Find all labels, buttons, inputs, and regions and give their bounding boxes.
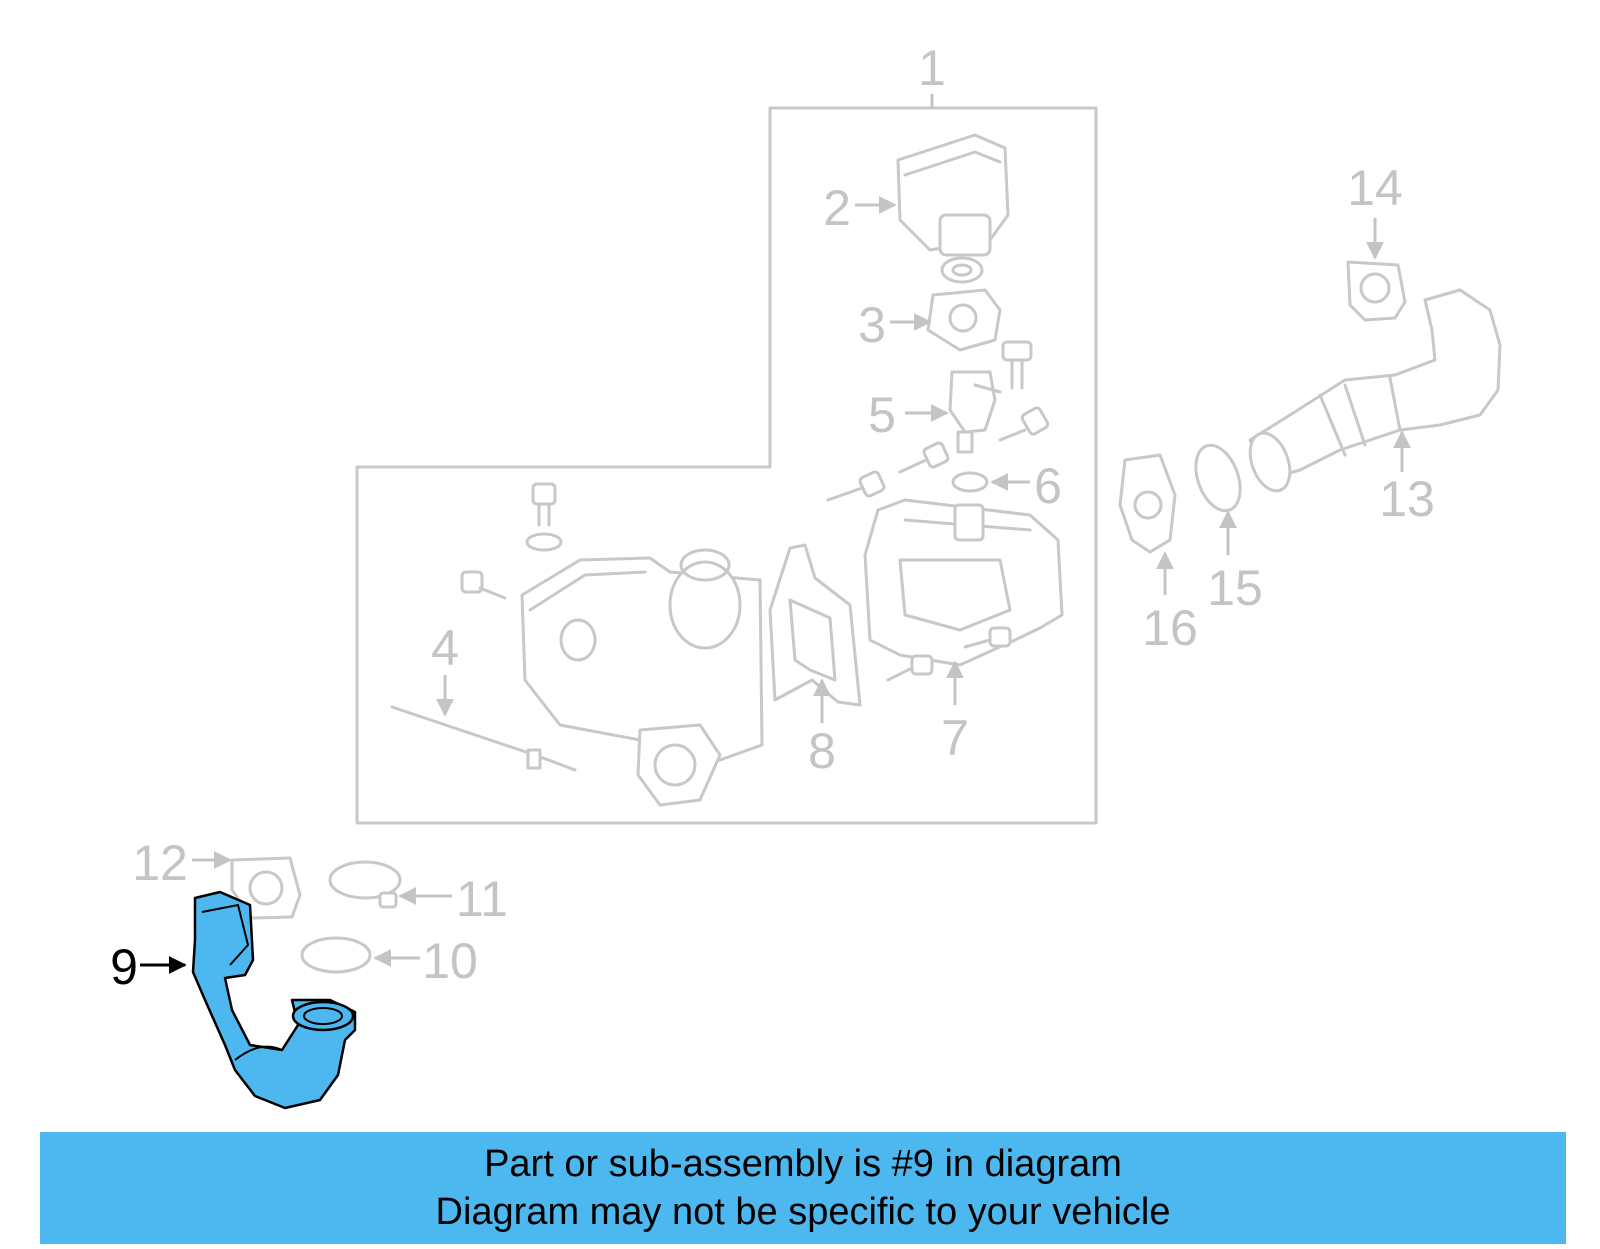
- part-11-clamp: [328, 860, 402, 909]
- callout-14: 14: [1347, 160, 1403, 216]
- bolt-icon: [886, 654, 934, 682]
- bolt-icon: [525, 482, 563, 552]
- part-7-housing: [863, 498, 1064, 667]
- callout-9: 9: [110, 939, 138, 995]
- part-4-egr-cooler: [520, 548, 764, 807]
- callout-6: 6: [1034, 458, 1062, 514]
- bolt-icon: [1001, 340, 1033, 390]
- part-5-sensor: [948, 370, 1002, 454]
- banner-line-2: Diagram may not be specific to your vehi…: [435, 1191, 1171, 1233]
- callout-10: 10: [422, 933, 478, 989]
- part-13-pipe: [1248, 288, 1502, 493]
- callout-7: 7: [941, 710, 969, 766]
- assembly-outline: [355, 106, 1098, 825]
- part-12-gasket: [230, 856, 302, 920]
- callout-16: 16: [1142, 600, 1198, 656]
- bolt-icon: [826, 470, 886, 502]
- info-banner: Part or sub-assembly is #9 in diagram Di…: [40, 1132, 1566, 1244]
- part-15-clamp: [1194, 443, 1242, 513]
- callout-13: 13: [1379, 471, 1435, 527]
- callout-8: 8: [808, 723, 836, 779]
- callout-12: 12: [132, 835, 188, 891]
- callout-1: 1: [918, 40, 946, 96]
- callout-15: 15: [1207, 560, 1263, 616]
- callout-5: 5: [868, 387, 896, 443]
- part-16-flange: [1118, 453, 1177, 554]
- bolt-icon: [963, 626, 1012, 649]
- part-6-o-ring: [951, 471, 989, 493]
- bolt-icon: [998, 406, 1050, 442]
- part-14-gasket: [1346, 260, 1407, 322]
- part-10-seal: [300, 936, 372, 974]
- callout-4: 4: [431, 620, 459, 676]
- part-9-pipe: [191, 890, 357, 1110]
- banner-line-1: Part or sub-assembly is #9 in diagram: [484, 1143, 1122, 1185]
- callout-11: 11: [456, 871, 508, 927]
- bolt-icon: [898, 441, 950, 474]
- callout-3: 3: [858, 297, 886, 353]
- part-3-gasket: [926, 288, 1002, 352]
- part-8-gasket: [768, 543, 862, 707]
- part-2-actuator: [896, 133, 1010, 284]
- callout-2: 2: [823, 180, 851, 236]
- bolt-icon: [460, 570, 507, 600]
- part-4-rod: [390, 705, 577, 772]
